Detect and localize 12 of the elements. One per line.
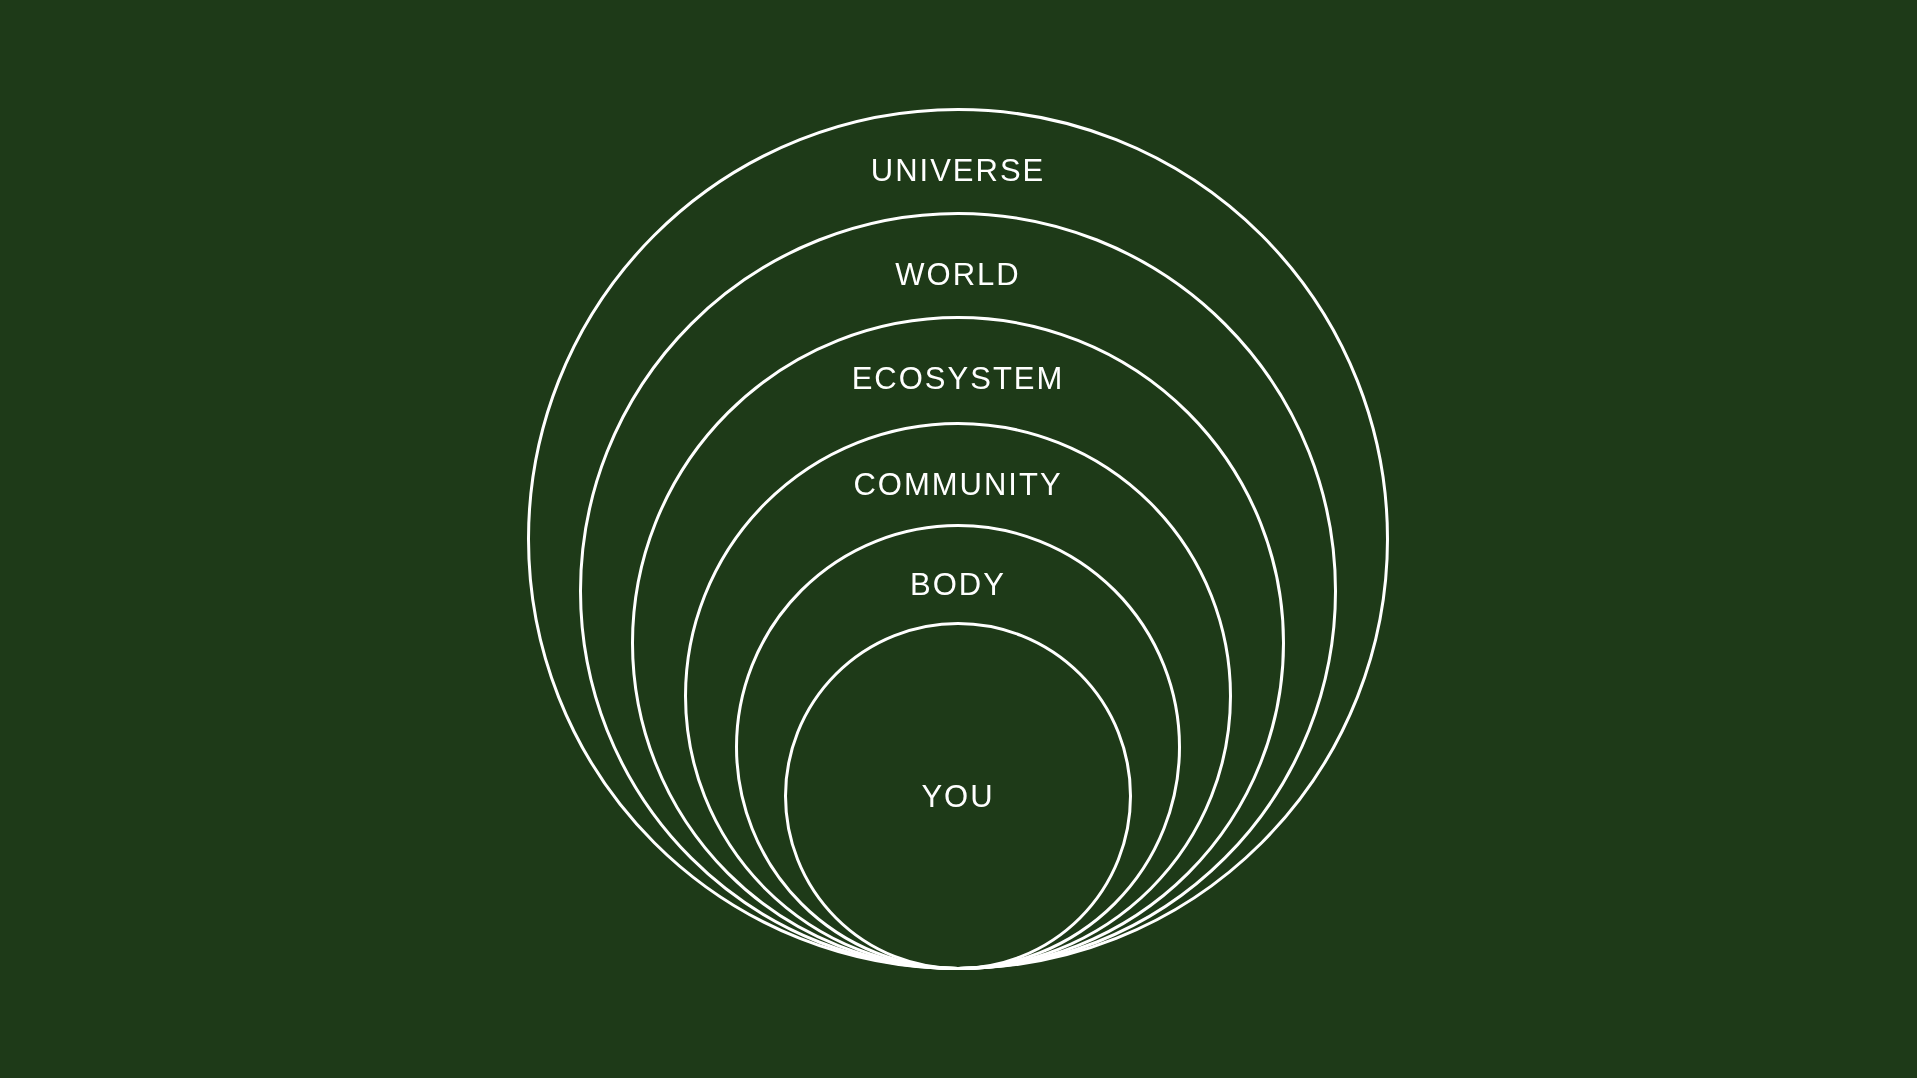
circle-label: BODY [910, 569, 1006, 600]
circle-label: COMMUNITY [853, 469, 1063, 500]
circle-label: UNIVERSE [870, 155, 1046, 186]
nested-circle [784, 622, 1132, 970]
nested-circle [735, 524, 1181, 970]
nested-circle [684, 422, 1232, 970]
circle-label: ECOSYSTEM [851, 363, 1065, 394]
circle-label: WORLD [895, 259, 1021, 290]
circle-label: YOU [921, 781, 995, 812]
nested-circle [527, 108, 1389, 970]
nested-circle [631, 316, 1285, 970]
nested-circle [579, 212, 1337, 970]
